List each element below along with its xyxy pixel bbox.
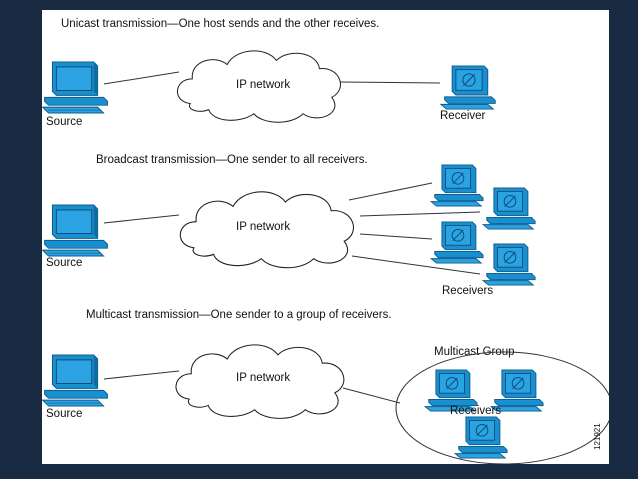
broadcast-link-receiver-3 <box>359 233 433 240</box>
broadcast-source-label: Source <box>46 257 82 269</box>
broadcast-receiver-4-workstation-icon <box>482 243 536 286</box>
multicast-group-ellipse <box>395 351 609 464</box>
unicast-receiver-workstation-icon <box>440 65 496 110</box>
broadcast-receivers-label: Receivers <box>442 285 493 297</box>
unicast-network-label: IP network <box>236 79 290 91</box>
unicast-title: Unicast transmission—One host sends and … <box>61 18 379 30</box>
broadcast-receiver-3-workstation-icon <box>430 221 484 264</box>
unicast-source-computer-icon <box>42 61 108 114</box>
multicast-source-label: Source <box>46 408 82 420</box>
multicast-link-source <box>103 370 180 380</box>
unicast-link-source <box>103 71 180 85</box>
broadcast-receiver-1-workstation-icon <box>430 164 484 207</box>
multicast-source-computer-icon <box>42 354 108 407</box>
broadcast-source-computer-icon <box>42 204 108 257</box>
multicast-link-group <box>342 387 401 404</box>
broadcast-link-receiver-1 <box>348 182 433 201</box>
multicast-group-label: Multicast Group <box>434 346 515 358</box>
broadcast-link-source <box>103 214 180 224</box>
broadcast-receiver-2-workstation-icon <box>482 187 536 230</box>
broadcast-title: Broadcast transmission—One sender to all… <box>96 154 368 166</box>
multicast-receivers-label: Receivers <box>450 405 501 417</box>
broadcast-link-receiver-2 <box>359 211 481 217</box>
multicast-title: Multicast transmission—One sender to a g… <box>86 309 392 321</box>
multicast-network-label: IP network <box>236 372 290 384</box>
unicast-link-receiver <box>338 81 441 84</box>
unicast-receiver-label: Receiver <box>440 110 486 122</box>
unicast-source-label: Source <box>46 116 82 128</box>
transmission-diagram: Unicast transmission—One host sends and … <box>42 18 609 464</box>
broadcast-network-label: IP network <box>236 221 290 233</box>
figure-id: 121921 <box>593 423 602 450</box>
multicast-receiver-3-workstation-icon <box>454 416 508 459</box>
broadcast-link-receiver-4 <box>351 255 481 275</box>
diagram-panel: Unicast transmission—One host sends and … <box>42 10 609 464</box>
